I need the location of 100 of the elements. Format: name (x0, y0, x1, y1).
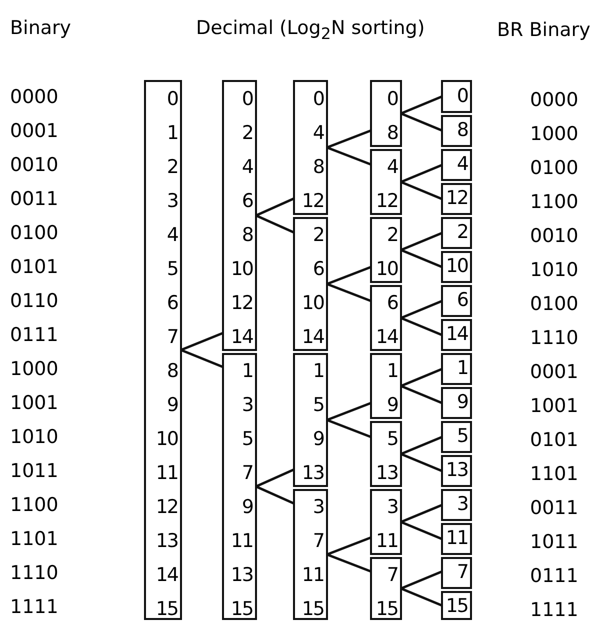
connector-line (256, 468, 294, 488)
number-text: 12 (156, 497, 178, 517)
number-text: 2 (456, 222, 468, 242)
number-column-box (441, 387, 472, 419)
binary-value: 1001 (530, 395, 578, 417)
number-text: 1 (242, 361, 253, 381)
number-text: 1 (386, 361, 398, 381)
number-text: 13 (230, 565, 253, 585)
number-text: 11 (302, 565, 324, 585)
number-text: 1 (166, 123, 178, 143)
binary-value: 0111 (530, 565, 578, 587)
number-text: 10 (446, 256, 468, 276)
number-text: 9 (312, 429, 324, 449)
number-text: 10 (302, 293, 324, 313)
column-heading: BR Binary (497, 19, 590, 41)
column-heading: Binary (10, 17, 72, 39)
binary-value: 1001 (10, 392, 58, 414)
number-text: 15 (156, 599, 178, 619)
number-text: 9 (386, 395, 398, 415)
binary-value: 1101 (10, 528, 58, 550)
number-column-box (441, 80, 472, 113)
connector-line (400, 112, 442, 132)
number-text: 8 (166, 361, 178, 381)
number-text: 15 (302, 599, 324, 619)
number-text: 4 (312, 123, 324, 143)
number-column-box (370, 489, 402, 555)
binary-value: 0010 (10, 154, 58, 176)
connector-line (326, 553, 372, 573)
binary-value: 0011 (10, 188, 58, 210)
binary-value: 0100 (10, 222, 58, 244)
number-text: 3 (242, 395, 253, 415)
number-text: 14 (376, 327, 398, 347)
binary-value: 1100 (10, 494, 58, 516)
number-column-box (441, 455, 472, 487)
connector-line (326, 536, 372, 556)
number-column-box (441, 523, 472, 555)
number-text: 2 (242, 123, 253, 143)
connector-line (256, 197, 294, 217)
number-text: 13 (156, 531, 178, 551)
connector-line (326, 402, 372, 422)
connector-line (326, 418, 372, 438)
number-column-box (441, 149, 472, 181)
number-text: 7 (242, 463, 253, 483)
number-text: 4 (456, 154, 468, 174)
binary-value: 1110 (530, 327, 578, 349)
binary-value: 1000 (530, 123, 578, 145)
number-column-box (441, 183, 472, 215)
number-text: 4 (386, 157, 398, 177)
number-text: 14 (230, 327, 253, 347)
number-text: 3 (312, 497, 324, 517)
binary-value: 1110 (10, 562, 58, 584)
number-column-box (441, 285, 472, 317)
number-text: 3 (456, 494, 468, 514)
number-text: 4 (166, 225, 178, 245)
number-text: 6 (166, 293, 178, 313)
number-text: 5 (456, 426, 468, 446)
number-text: 5 (242, 429, 253, 449)
binary-value: 0111 (10, 324, 58, 346)
number-text: 8 (312, 157, 324, 177)
connector-line (400, 452, 442, 472)
number-text: 2 (166, 157, 178, 177)
binary-value: 0011 (530, 497, 578, 519)
number-text: 12 (230, 293, 253, 313)
number-text: 1 (312, 361, 324, 381)
connector-line (400, 300, 442, 320)
number-text: 3 (386, 497, 398, 517)
binary-value: 0100 (530, 157, 578, 179)
number-column-box (293, 353, 328, 487)
number-column-box (441, 353, 472, 385)
number-column-box (441, 217, 472, 249)
connector-line (400, 384, 442, 404)
number-text: 8 (456, 120, 468, 140)
number-text: 10 (376, 259, 398, 279)
number-text: 0 (242, 89, 253, 109)
number-text: 4 (242, 157, 253, 177)
number-text: 15 (230, 599, 253, 619)
number-text: 13 (376, 463, 398, 483)
number-text: 13 (446, 460, 468, 480)
number-column-box (441, 489, 472, 521)
number-text: 15 (376, 599, 398, 619)
connector-line (400, 95, 442, 115)
column-heading: Decimal (Log$_{2}$N sorting) (196, 17, 425, 45)
binary-value: 1010 (10, 426, 58, 448)
binary-value: 0100 (530, 293, 578, 315)
number-column-box (370, 557, 402, 620)
number-column-box (370, 353, 402, 419)
number-column-box (441, 115, 472, 147)
number-text: 0 (456, 86, 468, 106)
number-column-box (441, 591, 472, 620)
connector-line (326, 282, 372, 302)
number-text: 14 (302, 327, 324, 347)
number-text: 12 (446, 188, 468, 208)
number-text: 9 (456, 392, 468, 412)
binary-value: 1011 (10, 460, 58, 482)
connector-line (326, 266, 372, 286)
number-text: 13 (302, 463, 324, 483)
connector-line (256, 485, 294, 505)
connector-line (400, 570, 442, 590)
number-column-box (293, 217, 328, 351)
binary-value: 1101 (530, 463, 578, 485)
